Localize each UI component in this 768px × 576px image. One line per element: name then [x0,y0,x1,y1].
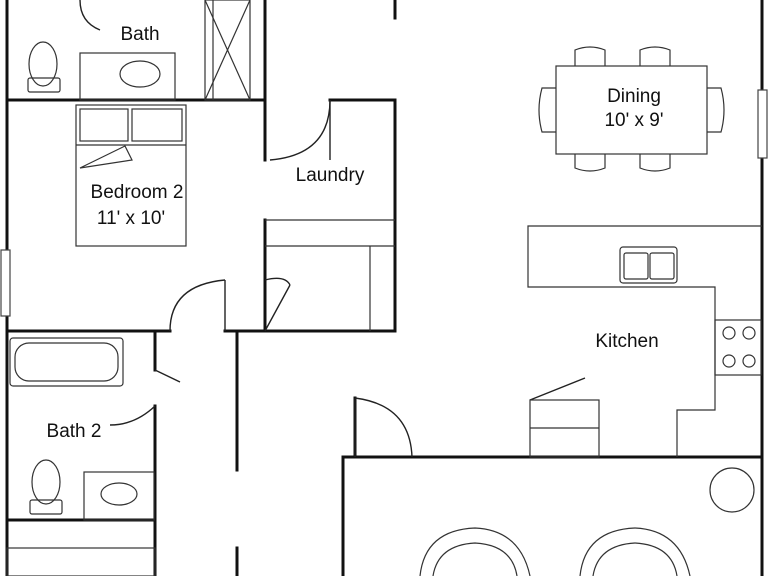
bedroom2-size: 11' x 10' [97,208,165,229]
bath2-label: Bath 2 [47,421,102,442]
dining-label: Dining [607,86,661,107]
living-furniture [419,467,755,576]
laundry-label: Laundry [296,165,365,186]
windows [0,89,768,317]
bed [75,104,187,247]
bath-label: Bath [120,24,159,45]
bath2-fixtures [6,337,156,576]
laundry-fixtures [265,219,395,331]
kitchen-fixtures [527,225,762,458]
doors [109,99,586,458]
dining-table [538,46,725,172]
bath-fixtures [27,0,251,101]
kitchen-label: Kitchen [595,331,658,352]
bedroom2-label: Bedroom 2 [91,182,184,203]
dining-size: 10' x 9' [604,110,663,131]
room-labels: Bath Bedroom 2 11' x 10' Laundry Dining … [47,24,664,442]
